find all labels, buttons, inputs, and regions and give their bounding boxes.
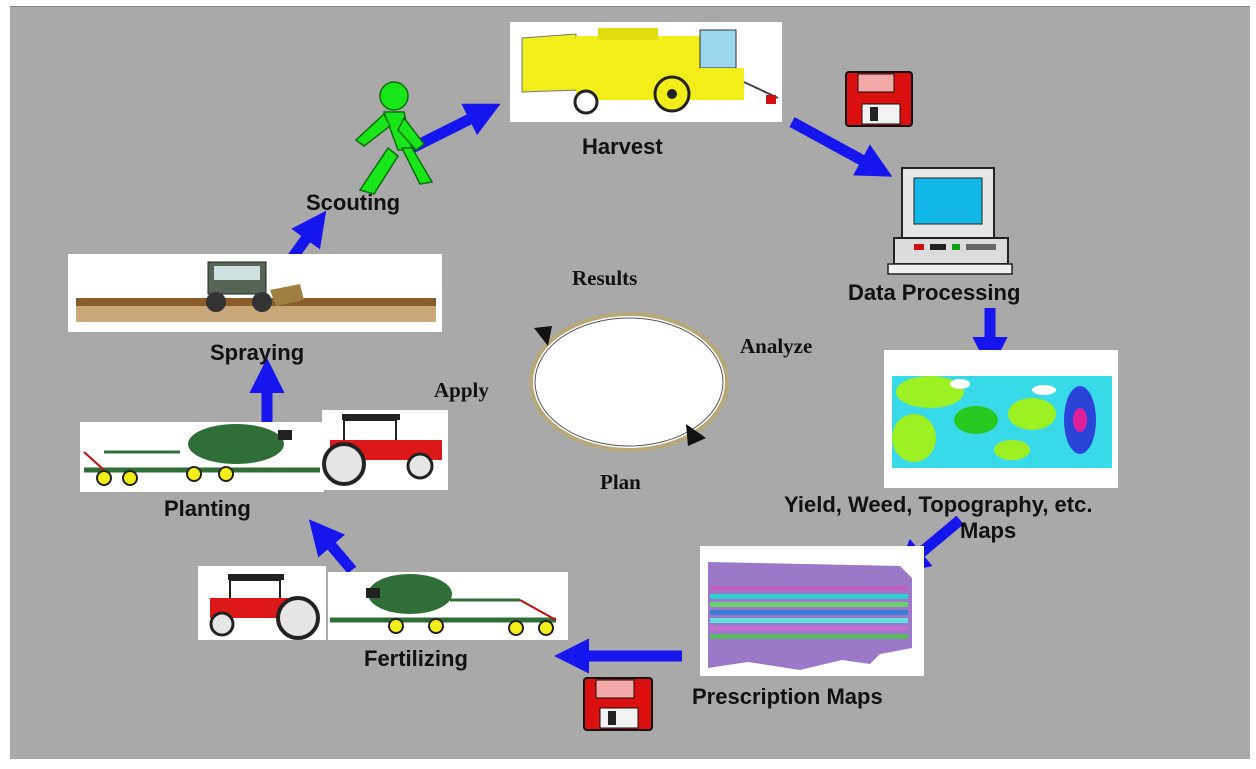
stage-label-scouting: Scouting (306, 190, 401, 215)
inner-label-results: Results (572, 266, 638, 290)
fertilizing-rig-image (198, 566, 568, 640)
inner-label-plan: Plan (600, 470, 641, 494)
inner-cycle-arrowhead (686, 424, 706, 446)
arrow-scouting-to-harvest (409, 103, 501, 153)
inner-label-apply: Apply (434, 378, 489, 402)
stage-label-data-processing: Data Processing (848, 280, 1021, 305)
walking-person-icon (354, 81, 434, 195)
inner-label-analyze: Analyze (740, 334, 813, 358)
stage-label-harvest: Harvest (582, 134, 663, 159)
floppy-disk-icon (583, 677, 653, 731)
yield-map-image (884, 350, 1118, 488)
inner-cycle-ring (529, 312, 729, 452)
sprayer-image (68, 254, 442, 332)
floppy-disk-icon (845, 71, 913, 127)
arrow-fertilizing-to-planting (308, 519, 357, 574)
computer-icon (887, 167, 1013, 275)
stage-label-maps-line1: Yield, Weed, Topography, etc. (784, 492, 1093, 517)
stage-label-spraying: Spraying (210, 340, 305, 365)
combine-harvester-image (510, 22, 782, 122)
stage-label-maps-line2: Maps (960, 518, 1017, 543)
planting-rig-image (80, 410, 448, 492)
stage-label-planting: Planting (164, 496, 251, 521)
inner-cycle-arrowhead (534, 326, 552, 346)
stage-label-prescription-maps: Prescription Maps (692, 684, 883, 709)
prescription-map-image (700, 546, 924, 676)
stage-label-fertilizing: Fertilizing (364, 646, 468, 671)
arrow-harvest-to-data-processing (789, 117, 893, 177)
